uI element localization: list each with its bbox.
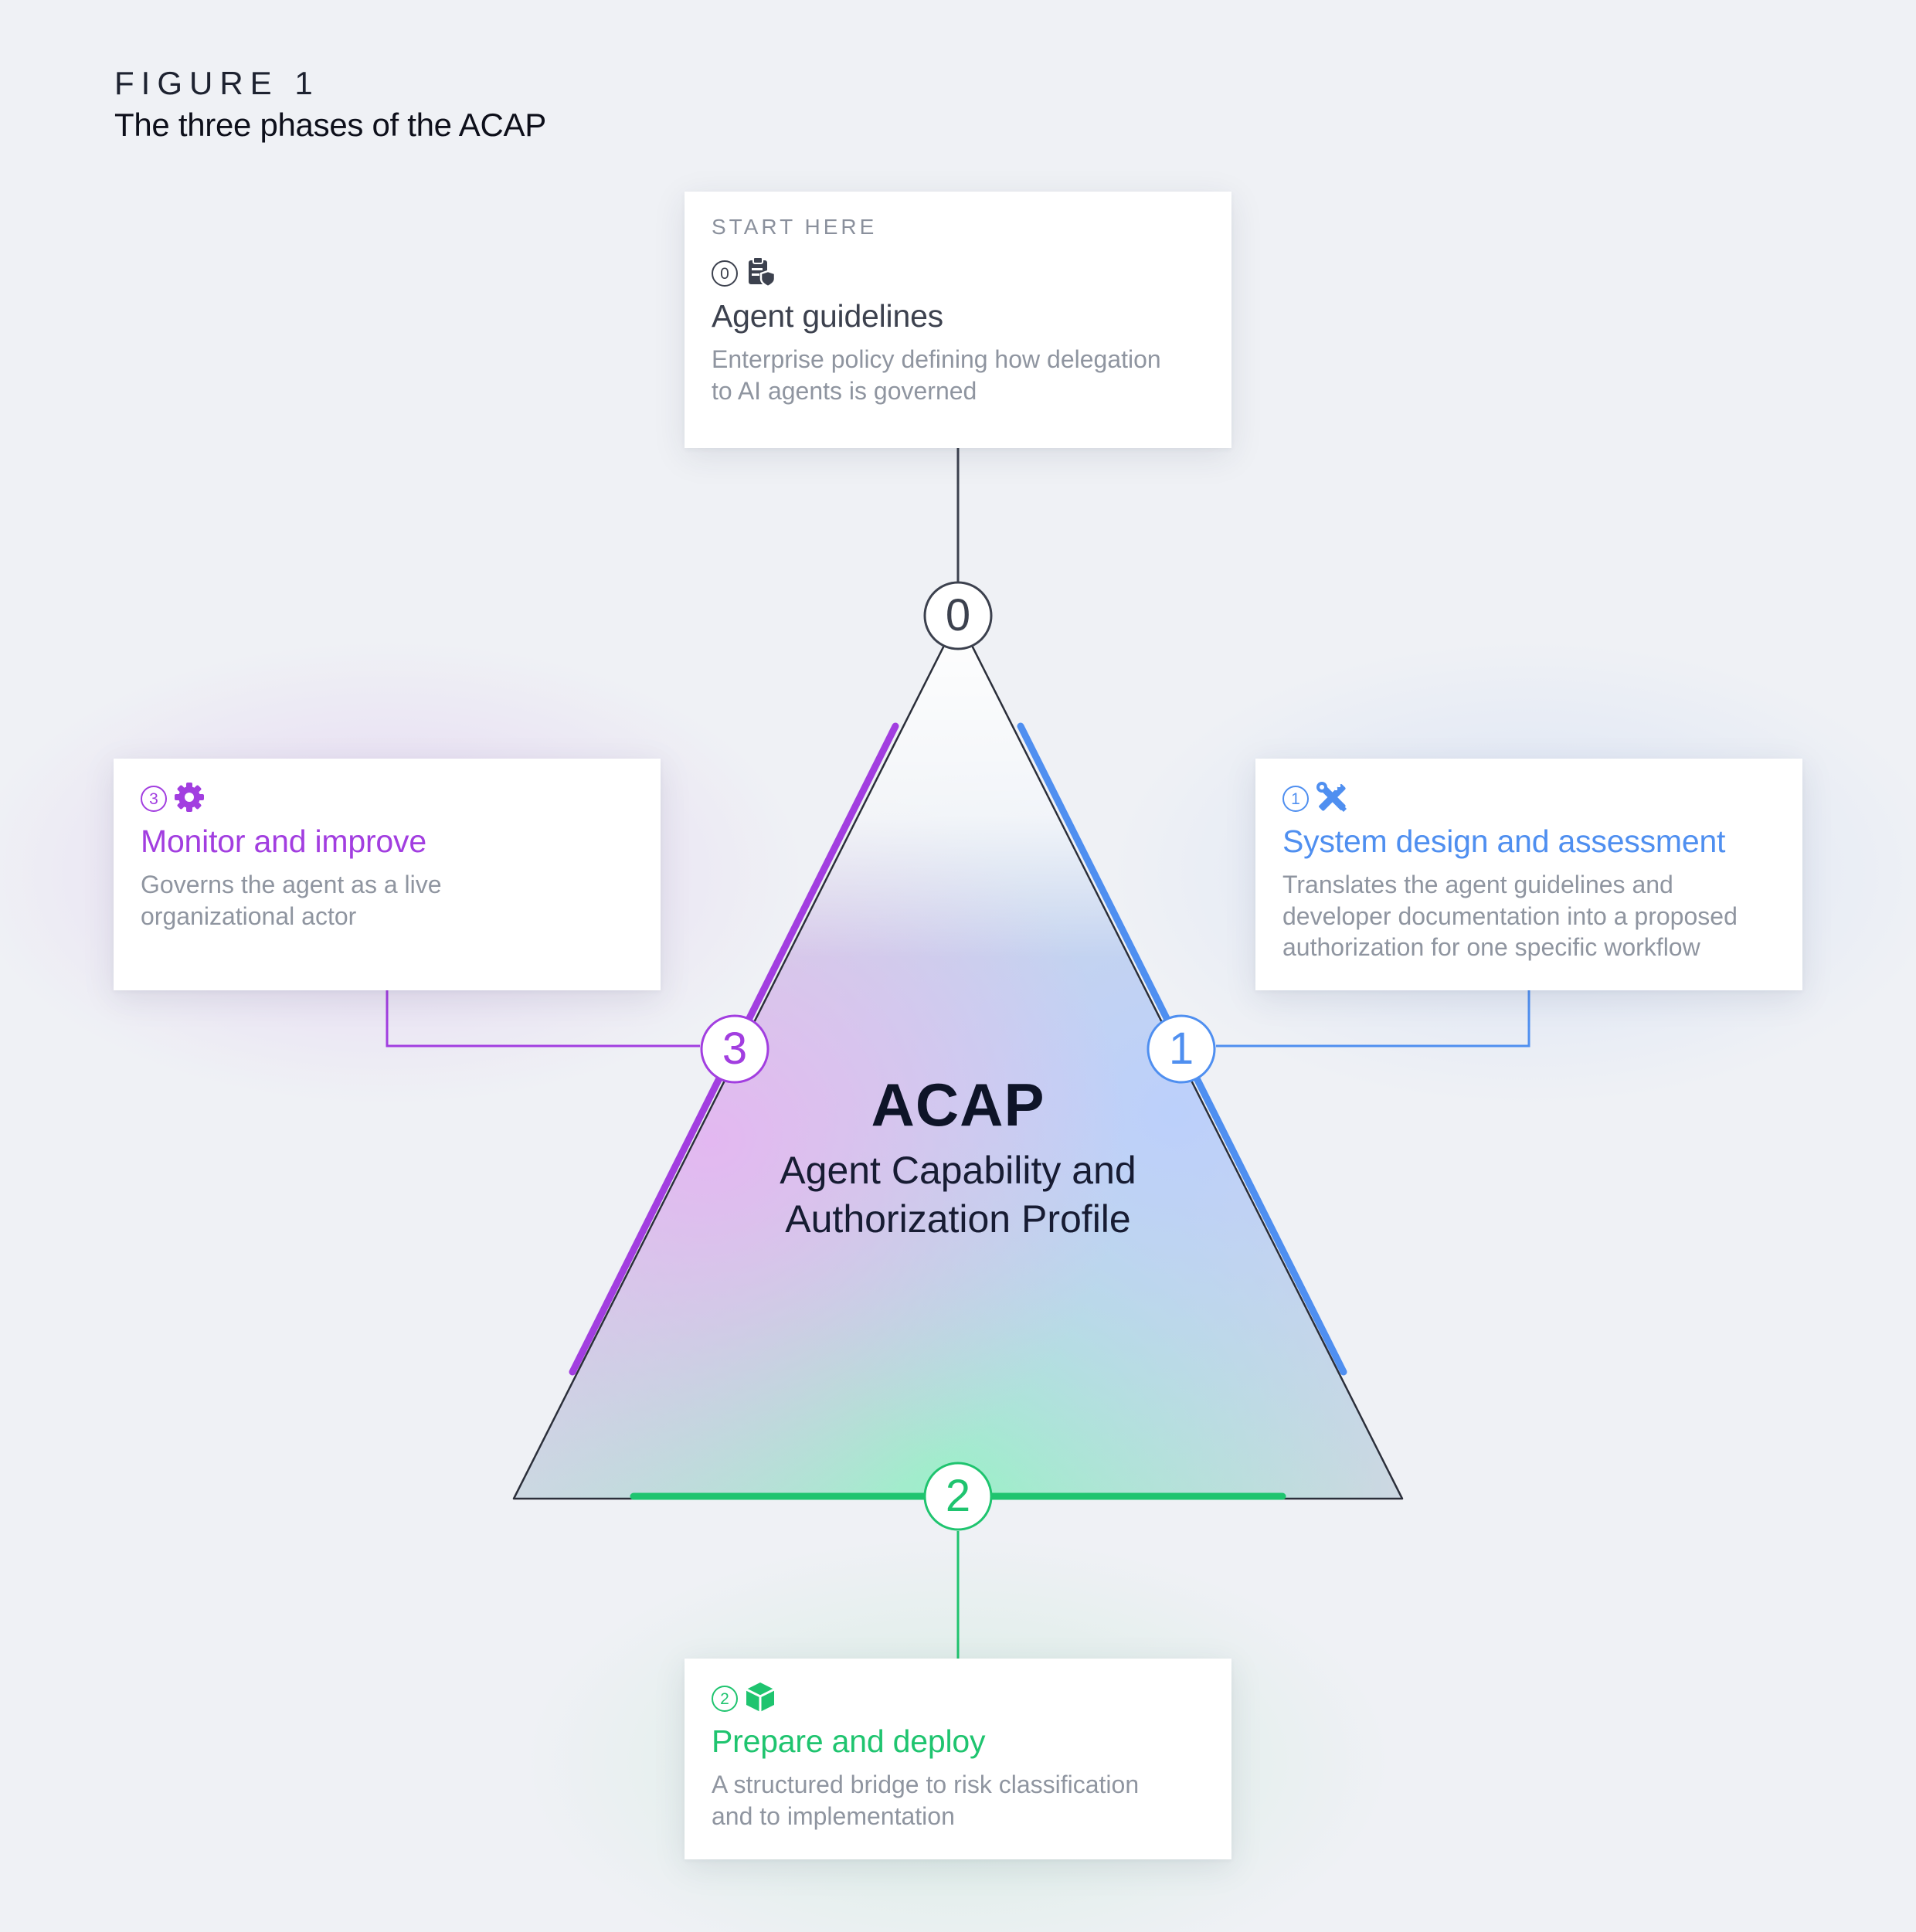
guidelines-desc-line2: to AI agents is governed	[712, 376, 977, 405]
acap-title: ACAP	[871, 1071, 1045, 1139]
deploy-description: A structured bridge to risk classificati…	[712, 1769, 1204, 1832]
connector-monitor	[386, 990, 700, 1047]
monitor-title: Monitor and improve	[141, 823, 426, 859]
figure-label: FIGURE 1	[114, 65, 320, 101]
node-0-number: 0	[945, 590, 971, 640]
node-1-number: 1	[1168, 1024, 1194, 1074]
node-3-number: 3	[722, 1024, 748, 1074]
design-icons: 1	[1282, 780, 1775, 818]
monitor-desc-line2: organizational actor	[141, 901, 357, 930]
guidelines-description: Enterprise policy defining how delegatio…	[712, 344, 1204, 406]
guidelines-number-circle: 0	[712, 260, 738, 287]
node-2-number: 2	[945, 1471, 971, 1521]
design-desc-line2: developer documentation into a proposed	[1282, 901, 1738, 930]
monitor-icons: 3	[141, 782, 634, 816]
node-3-circle	[700, 1014, 769, 1084]
clipboard-shield-icon	[744, 255, 778, 293]
connector-design	[1216, 990, 1530, 1047]
design-description: Translates the agent guidelines and deve…	[1282, 869, 1775, 963]
deploy-title: Prepare and deploy	[712, 1723, 986, 1759]
gear-icon	[173, 781, 206, 817]
acap-center-label: ACAP Agent Capability and Authorization …	[649, 1071, 1267, 1244]
design-desc-line1: Translates the agent guidelines and	[1282, 871, 1673, 899]
monitor-description: Governs the agent as a live organization…	[141, 869, 634, 932]
acap-subtitle-line1: Agent Capability and	[780, 1148, 1136, 1192]
prepare-deploy-card: 2 Prepare and deploy A structured bridge…	[685, 1659, 1231, 1859]
tools-icon	[1315, 780, 1349, 818]
deploy-desc-line2: and to implementation	[712, 1801, 955, 1830]
guidelines-icons: 0	[712, 256, 1204, 290]
deploy-number-circle: 2	[712, 1686, 738, 1712]
node-0-circle	[923, 581, 993, 650]
acap-subtitle-line2: Authorization Profile	[785, 1197, 1131, 1241]
design-number-circle: 1	[1282, 786, 1309, 812]
guidelines-title: Agent guidelines	[712, 298, 943, 334]
guidelines-desc-line1: Enterprise policy defining how delegatio…	[712, 345, 1161, 374]
monitor-improve-card: 3 Monitor and improve Governs the agent …	[114, 759, 661, 990]
deploy-desc-line1: A structured bridge to risk classificati…	[712, 1771, 1140, 1799]
node-2-circle	[923, 1462, 993, 1531]
acap-subtitle: Agent Capability and Authorization Profi…	[649, 1146, 1267, 1244]
start-here-label: START HERE	[712, 215, 878, 239]
deploy-icons: 2	[712, 1682, 1204, 1716]
design-desc-line3: authorization for one specific workflow	[1282, 933, 1700, 962]
cube-icon	[744, 1681, 776, 1717]
node-1-circle	[1147, 1014, 1216, 1084]
monitor-number-circle: 3	[141, 786, 167, 812]
system-design-card: 1 System design and assessment Translate…	[1255, 759, 1802, 990]
figure-title: The three phases of the ACAP	[114, 107, 546, 143]
design-title: System design and assessment	[1282, 823, 1726, 859]
monitor-desc-line1: Governs the agent as a live	[141, 871, 442, 899]
agent-guidelines-card: START HERE 0 Agent guidelines Enterprise…	[685, 192, 1231, 448]
